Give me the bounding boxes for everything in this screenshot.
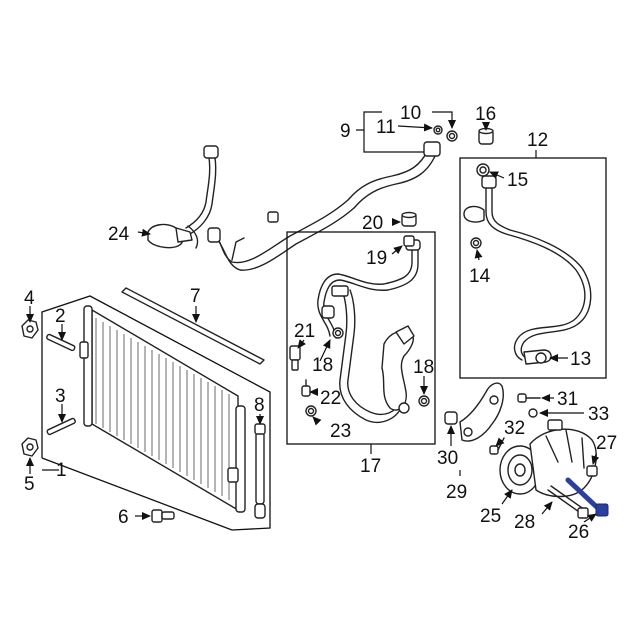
callout-2: 2 bbox=[55, 306, 66, 327]
part-7-seal-strip[interactable] bbox=[121, 287, 265, 365]
part-20-cap[interactable] bbox=[401, 211, 417, 227]
callout-19: 19 bbox=[366, 248, 387, 269]
callout-27: 27 bbox=[596, 433, 617, 454]
condenser-fins bbox=[95, 318, 230, 500]
callout-6: 6 bbox=[118, 507, 129, 528]
callout-32: 32 bbox=[504, 418, 525, 439]
callout-29: 29 bbox=[446, 482, 467, 503]
callout-30: 30 bbox=[437, 448, 458, 469]
callout-4: 4 bbox=[24, 288, 35, 309]
part-12-group-box bbox=[459, 157, 607, 379]
part-14-o-ring[interactable] bbox=[470, 237, 482, 249]
part-24-hose-assembly[interactable] bbox=[147, 145, 219, 249]
callout-8: 8 bbox=[254, 395, 265, 416]
part-18-o-ring-upper[interactable] bbox=[332, 327, 344, 339]
callout-22: 22 bbox=[320, 388, 341, 409]
callout-33: 33 bbox=[588, 404, 609, 425]
part-11-o-ring[interactable] bbox=[433, 125, 443, 135]
callout-11: 11 bbox=[376, 117, 396, 138]
part-18-o-ring-lower[interactable] bbox=[418, 395, 430, 407]
callout-24: 24 bbox=[108, 224, 130, 245]
part-26-bolt-highlighted[interactable] bbox=[565, 477, 609, 517]
callout-12: 12 bbox=[527, 130, 548, 151]
callout-31: 31 bbox=[557, 389, 578, 410]
part-19-valve-core[interactable] bbox=[403, 235, 415, 247]
part-4-bushing[interactable] bbox=[21, 319, 39, 339]
part-21-pressure-switch[interactable] bbox=[289, 345, 301, 371]
part-3-insulator[interactable] bbox=[46, 417, 76, 436]
part-6-stud[interactable] bbox=[151, 509, 175, 523]
part-17-hose-assembly[interactable] bbox=[317, 239, 421, 424]
part-5-bushing[interactable] bbox=[21, 437, 39, 457]
callout-21: 21 bbox=[294, 321, 315, 342]
condenser-bracket-top bbox=[79, 341, 89, 359]
part-31-bolt[interactable] bbox=[517, 393, 541, 403]
leader-lines bbox=[26, 111, 600, 523]
part-29-bracket-assembly[interactable] bbox=[459, 382, 504, 442]
callout-14: 14 bbox=[469, 266, 491, 287]
callout-labels: 1 2 3 4 5 6 7 8 9 10 11 12 13 14 15 16 1… bbox=[24, 103, 617, 543]
part-8-receiver-drier[interactable] bbox=[254, 423, 266, 519]
liquid-line-fitting-left bbox=[207, 227, 221, 243]
part-22-bolt[interactable] bbox=[301, 379, 311, 397]
liquid-line-fitting-mid bbox=[267, 211, 279, 223]
callout-10: 10 bbox=[400, 103, 421, 124]
callout-9: 9 bbox=[340, 121, 351, 142]
part-10-o-ring[interactable] bbox=[446, 130, 458, 142]
condenser-group-bracket-bottom bbox=[41, 457, 233, 531]
condenser-bracket-bottom bbox=[227, 467, 239, 483]
condenser-assembly[interactable] bbox=[41, 295, 271, 531]
part-16-cap[interactable] bbox=[478, 127, 494, 145]
callout-7: 7 bbox=[190, 286, 201, 307]
liquid-line-fitting-top bbox=[423, 141, 441, 157]
part-2-insulator[interactable] bbox=[46, 333, 76, 352]
callout-23: 23 bbox=[330, 421, 351, 442]
part-30-bushing[interactable] bbox=[444, 411, 458, 425]
callout-18a: 18 bbox=[312, 355, 333, 376]
callout-28: 28 bbox=[514, 512, 535, 533]
callout-15: 15 bbox=[507, 170, 528, 191]
part-15-o-ring[interactable] bbox=[476, 163, 490, 177]
part-9-liquid-line[interactable] bbox=[207, 141, 441, 271]
callout-25: 25 bbox=[480, 506, 501, 527]
callout-18b: 18 bbox=[413, 357, 434, 378]
callout-3: 3 bbox=[55, 386, 66, 407]
callout-13: 13 bbox=[570, 349, 591, 370]
condenser-left-tank bbox=[83, 305, 93, 427]
condenser-group-bracket bbox=[41, 295, 271, 531]
callout-26: 26 bbox=[568, 522, 589, 543]
callout-1: 1 bbox=[56, 460, 67, 481]
part-17-group-box bbox=[286, 231, 436, 445]
callout-16: 16 bbox=[475, 104, 496, 125]
callout-20: 20 bbox=[362, 213, 383, 234]
part-33-nut[interactable] bbox=[528, 408, 538, 418]
condenser-right-tank bbox=[235, 405, 246, 513]
part-23-o-ring[interactable] bbox=[305, 405, 317, 417]
callout-17: 17 bbox=[360, 456, 381, 477]
callout-5: 5 bbox=[24, 474, 35, 495]
part-27-nut[interactable] bbox=[586, 465, 598, 477]
part-13-o-ring[interactable] bbox=[535, 352, 547, 364]
part-28-bolt[interactable] bbox=[547, 485, 589, 519]
